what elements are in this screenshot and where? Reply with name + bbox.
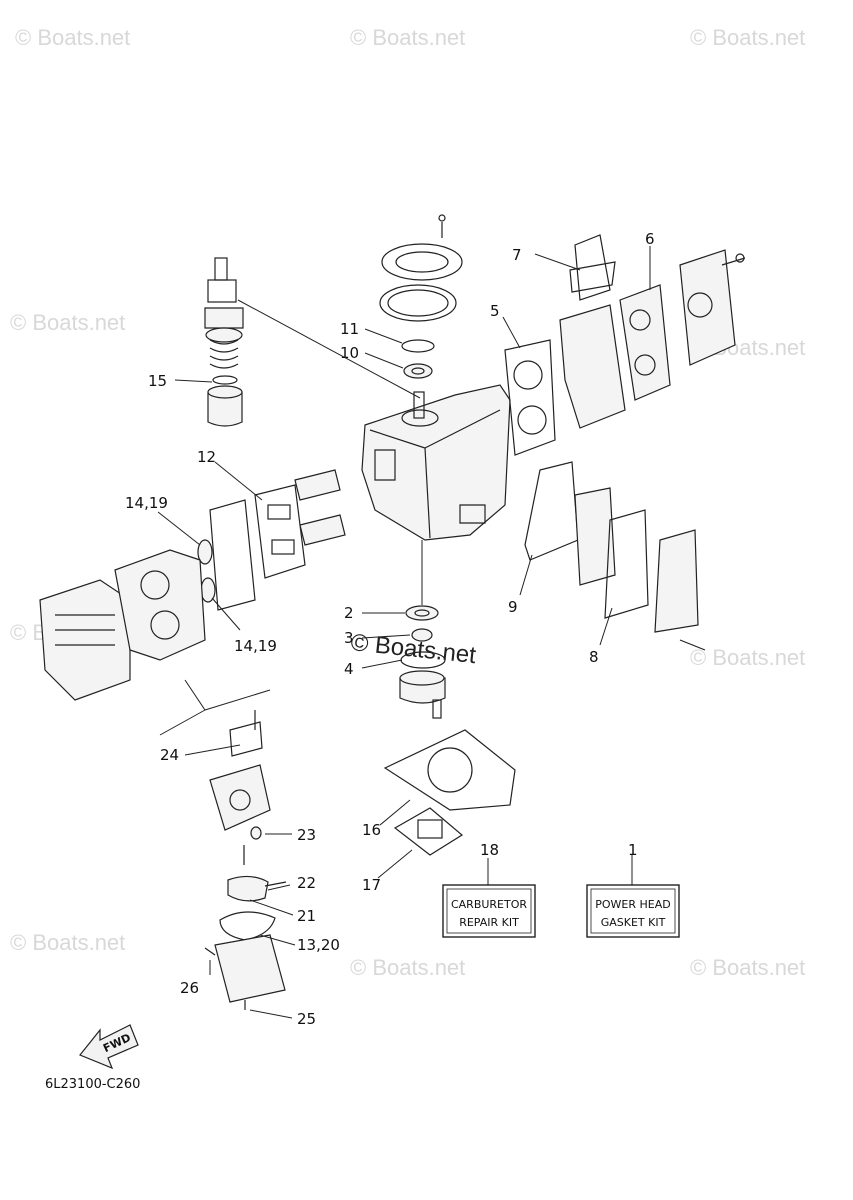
fwd-arrow-icon: FWD <box>79 1024 139 1070</box>
callout-13-20: 13,20 <box>297 936 340 954</box>
callout-18: 18 <box>480 841 499 859</box>
gasket-16-17 <box>383 729 516 856</box>
watermark: © Boats.net <box>690 25 805 50</box>
carburetor-repair-kit-box: CARBURETOR REPAIR KIT <box>442 884 536 938</box>
callout-4: 4 <box>344 660 354 678</box>
callout-10: 10 <box>340 344 359 362</box>
carburetor-silencer <box>39 549 206 701</box>
callout-26: 26 <box>180 979 199 997</box>
watermark: © Boats.net <box>350 955 465 980</box>
kit-box-text: GASKET KIT <box>601 916 666 929</box>
callout-7: 7 <box>512 246 522 264</box>
diagram-code: 6L23100-C260 <box>45 1077 140 1092</box>
callout-3: 3 <box>344 629 354 647</box>
callout-6: 6 <box>645 230 655 248</box>
carb-breakdown <box>204 710 287 1010</box>
kit-box-text: POWER HEAD <box>595 898 670 911</box>
callout-14-19-a: 14,19 <box>125 494 168 512</box>
top-seal-assembly <box>379 214 463 379</box>
exhaust-gasket-group <box>524 461 706 651</box>
callout-5: 5 <box>490 302 500 320</box>
kit-box-text: CARBURETOR <box>451 898 527 911</box>
kit-box-text: REPAIR KIT <box>459 916 519 929</box>
callout-16: 16 <box>362 821 381 839</box>
fuel-pump-assembly <box>204 257 244 427</box>
callout-8: 8 <box>589 648 599 666</box>
lower-seal-assembly <box>399 605 446 719</box>
callout-24: 24 <box>160 746 179 764</box>
callout-17: 17 <box>362 876 381 894</box>
callout-21: 21 <box>297 907 316 925</box>
callout-12: 12 <box>197 448 216 466</box>
callout-14-19-b: 14,19 <box>234 637 277 655</box>
callout-22: 22 <box>297 874 316 892</box>
watermark: © Boats.net <box>690 955 805 980</box>
intake-gasket-group <box>209 469 346 611</box>
watermark: © Boats.net <box>15 25 130 50</box>
cylinder-head-group <box>559 234 746 429</box>
watermark: © Boats.net <box>10 310 125 335</box>
callout-15: 15 <box>148 372 167 390</box>
watermark: © Boats.net <box>10 930 125 955</box>
watermark: © Boats.net <box>690 645 805 670</box>
callout-25: 25 <box>297 1010 316 1028</box>
callout-23: 23 <box>297 826 316 844</box>
crankcase-block <box>361 384 511 541</box>
power-head-gasket-kit-box: POWER HEAD GASKET KIT <box>586 884 680 938</box>
callout-2: 2 <box>344 604 354 622</box>
callout-11: 11 <box>340 320 359 338</box>
carb-seal-group <box>197 539 216 603</box>
callout-9: 9 <box>508 598 518 616</box>
watermark: © Boats.net <box>350 25 465 50</box>
callout-1: 1 <box>628 841 638 859</box>
cylinder-head-gasket <box>504 339 556 456</box>
